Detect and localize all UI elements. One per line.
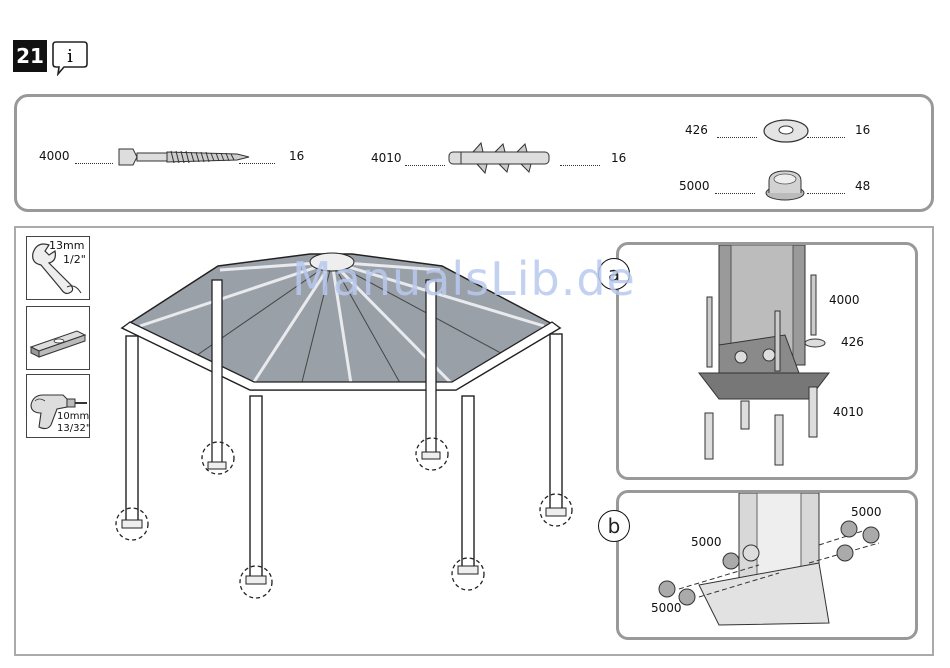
drill-size-in: 13/32": [57, 423, 90, 434]
detail-b-letter: b: [598, 510, 630, 542]
detail-b-callout-5000-left: 5000: [651, 601, 682, 615]
post-base-detail-illustration: [679, 245, 879, 475]
drill-tool-box: 10mm 13/32": [26, 374, 90, 438]
part-5000-qty: 48: [855, 179, 870, 193]
wrench-size-mm: 13mm: [49, 239, 84, 252]
drill-size-mm: 10mm: [57, 411, 89, 422]
screw-4000-icon: [117, 145, 252, 169]
anchor-4010-icon: [447, 141, 557, 175]
level-icon: [27, 307, 89, 369]
washer-426-icon: [761, 117, 811, 145]
watermark: ManualsLib.de: [292, 252, 636, 306]
info-glyph: i: [67, 46, 73, 67]
cap-5000-icon: [761, 167, 809, 203]
detail-b-callout-5000-middle: 5000: [691, 535, 722, 549]
level-tool-box: [26, 306, 90, 370]
part-5000-code: 5000: [679, 179, 710, 193]
part-4000-code: 4000: [39, 149, 70, 163]
wrench-tool-box: 13mm 1/2": [26, 236, 90, 300]
part-426-qty: 16: [855, 123, 870, 137]
part-4010-code: 4010: [371, 151, 402, 165]
step-number: 21: [13, 40, 47, 72]
detail-b-callout-5000-right: 5000: [851, 505, 882, 519]
detail-a-callout-4010: 4010: [833, 405, 864, 419]
info-icon: i: [52, 40, 90, 76]
detail-a-panel: 4000 426 4010: [616, 242, 918, 480]
part-4000-qty: 16: [289, 149, 304, 163]
detail-a-callout-426: 426: [841, 335, 864, 349]
part-426-code: 426: [685, 123, 708, 137]
parts-panel: 4000 16 4010 16 426 16 5000: [14, 94, 934, 212]
detail-a-callout-4000: 4000: [829, 293, 860, 307]
part-4010-qty: 16: [611, 151, 626, 165]
detail-b-panel: 5000 5000 5000: [616, 490, 918, 640]
wrench-size-in: 1/2": [63, 253, 86, 266]
